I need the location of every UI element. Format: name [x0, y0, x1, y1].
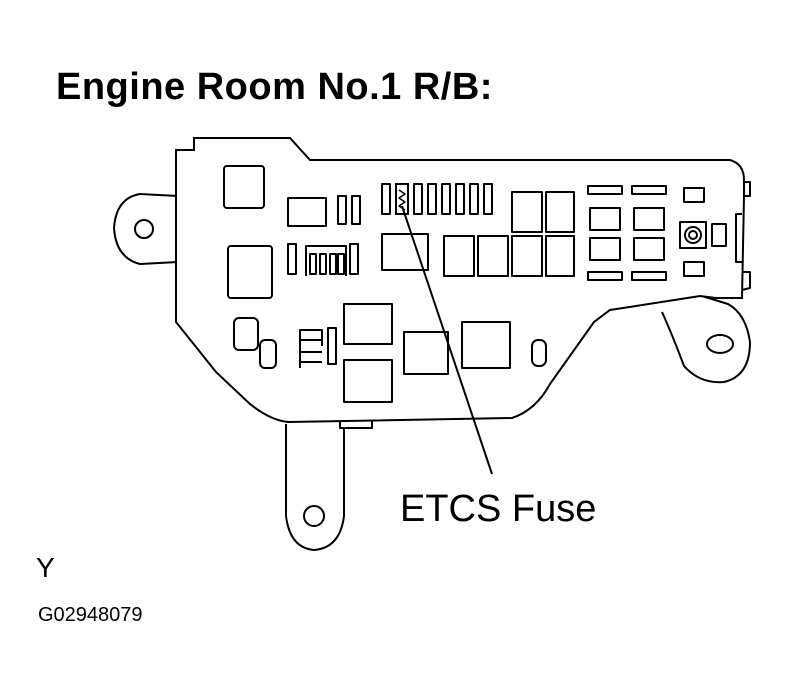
etcs-fuse-label: ETCS Fuse	[400, 488, 597, 530]
left-mounting-tab	[113, 193, 179, 265]
right-mounting-tab	[661, 295, 751, 384]
right-edge-notches	[735, 181, 751, 291]
view-marker: Y	[36, 552, 55, 583]
bottom-mounting-tab	[285, 417, 373, 551]
callout-leader-line	[401, 205, 493, 475]
large-fuse-blocks	[381, 191, 575, 277]
figure-id: G02948079	[38, 604, 143, 626]
lower-relays	[299, 303, 547, 403]
relay-sockets-left	[223, 165, 277, 369]
etcs-fuse	[395, 183, 409, 215]
diagram-title: Engine Room No.1 R/B:	[56, 66, 493, 108]
middle-fuse-group	[287, 243, 359, 276]
mini-fuse-row	[381, 183, 493, 215]
upper-left-fuses	[287, 195, 361, 227]
right-relay-grid	[587, 185, 705, 281]
terminal-stud	[679, 221, 727, 249]
